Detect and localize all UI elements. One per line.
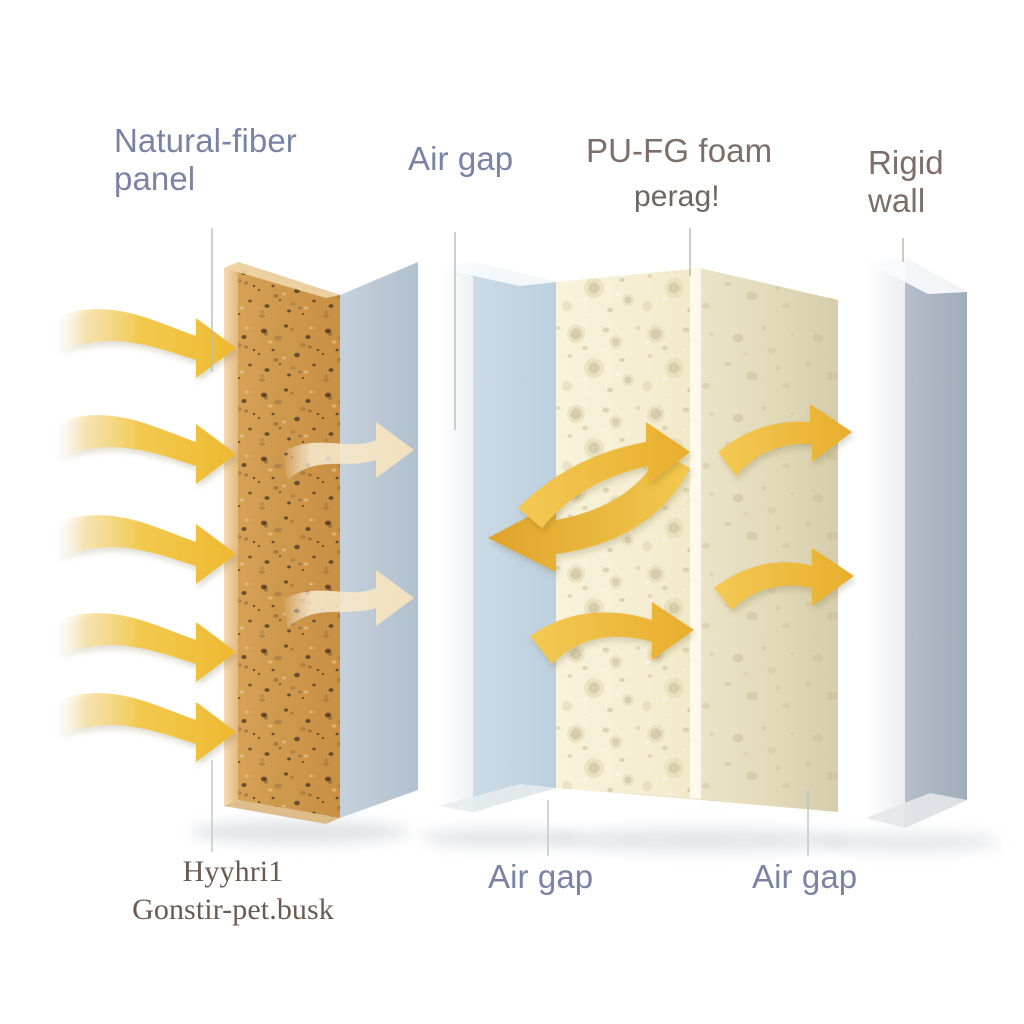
transmitted-arrow-1 bbox=[518, 422, 690, 528]
foam-front-texture bbox=[556, 268, 700, 800]
fiber-panel-bottom bbox=[224, 800, 340, 824]
air-gap-2-bottom bbox=[438, 784, 556, 812]
arrows-incoming bbox=[52, 309, 236, 762]
foam-corner-highlight bbox=[690, 268, 701, 800]
label-air-gap-bottom-right: Air gap bbox=[752, 858, 858, 895]
air-gap-2-top bbox=[438, 262, 556, 286]
label-pu-fg-foam: PU-FG foam bbox=[586, 132, 773, 169]
label-hybrid-caption-line-2: Gonstir-pet.busk bbox=[132, 893, 334, 926]
layer-air-gap-2 bbox=[438, 262, 556, 812]
fiber-panel-front-edge bbox=[224, 262, 238, 806]
incoming-arrow-1 bbox=[52, 309, 236, 378]
label-air-gap-bottom-left: Air gap bbox=[488, 858, 594, 895]
label-air-gap-top: Air gap bbox=[408, 140, 514, 177]
fiber-panel-top bbox=[224, 262, 340, 298]
leader-lines bbox=[211, 228, 904, 856]
incoming-arrow-3 bbox=[52, 515, 236, 584]
label-rigid-wall: Rigid wall bbox=[868, 144, 944, 220]
air-gap-1-face bbox=[340, 262, 418, 818]
transmitted-arrow-2 bbox=[530, 602, 694, 664]
attenuated-arrow-2 bbox=[282, 570, 414, 628]
ground-shadows bbox=[190, 820, 1000, 853]
rigid-wall-top bbox=[866, 258, 967, 294]
layer-pu-fg-foam bbox=[548, 268, 838, 812]
air-gap-1-sheen bbox=[340, 262, 418, 818]
label-hybrid-caption-line-1: Hyyhri1 bbox=[182, 855, 284, 888]
layer-rigid-wall bbox=[866, 258, 967, 828]
fiber-panel-texture-2 bbox=[238, 262, 340, 818]
label-natural-fiber-panel: Natural-fiber panel bbox=[114, 122, 297, 198]
incoming-arrow-4 bbox=[52, 613, 236, 682]
incoming-arrow-2 bbox=[52, 415, 236, 484]
arrows-reflected bbox=[488, 452, 690, 572]
rigid-wall-bottom bbox=[866, 793, 967, 828]
air-gap-2-front-edge bbox=[438, 262, 473, 812]
arrows-transmitted bbox=[518, 404, 854, 664]
layer-natural-fiber-panel bbox=[224, 262, 340, 824]
layer-air-gap-1 bbox=[340, 262, 418, 818]
rigid-wall-front-edge bbox=[866, 258, 905, 828]
reflected-arrow-1 bbox=[488, 452, 690, 572]
incoming-arrow-5 bbox=[52, 693, 236, 762]
arrows-attenuated bbox=[282, 422, 414, 628]
attenuated-arrow-1 bbox=[282, 422, 414, 480]
label-pu-fg-foam-subtext: perag! bbox=[634, 180, 720, 213]
transmitted-arrow-4 bbox=[714, 548, 854, 610]
rigid-wall-side-face bbox=[905, 258, 967, 828]
foam-side-texture bbox=[700, 268, 838, 812]
transmitted-arrow-3 bbox=[718, 404, 852, 476]
